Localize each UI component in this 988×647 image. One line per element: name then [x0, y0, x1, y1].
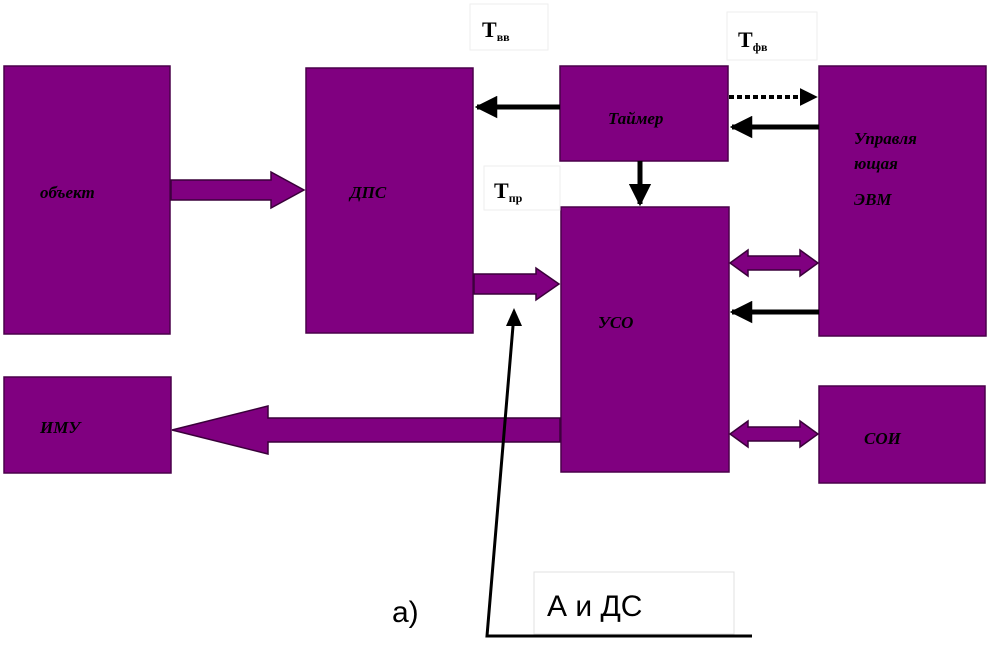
- t-input-box: [469, 3, 549, 51]
- control-computer-label-2: ющая: [854, 154, 898, 173]
- t-conv-box: [483, 165, 561, 211]
- timer-block: [559, 65, 729, 162]
- t-form-label: Tфв: [738, 27, 768, 54]
- dps-to-uso-arrow: [473, 266, 561, 302]
- uso-soi-double-arrow: [728, 419, 820, 449]
- t-input-label: Tвв: [482, 17, 510, 44]
- figure-label: а): [392, 596, 419, 629]
- object-to-dps-arrow: [170, 170, 306, 210]
- control-computer-label-1: Управля: [854, 129, 917, 148]
- callout-text: А и ДС: [547, 590, 642, 623]
- callout-line: [485, 313, 752, 638]
- t-conv-label: Tпр: [494, 178, 523, 205]
- object-block: [3, 65, 171, 335]
- object-label: объект: [40, 183, 95, 202]
- control-computer-block: [818, 65, 987, 337]
- uso-computer-double-arrow: [728, 248, 820, 278]
- uso-to-imu-arrow: [171, 405, 561, 455]
- imu-label: ИМУ: [39, 418, 82, 437]
- uso-label: УСО: [598, 313, 633, 332]
- uso-block: [560, 206, 730, 473]
- control-computer-label-3: ЭВМ: [854, 190, 892, 209]
- soi-label: СОИ: [864, 429, 902, 448]
- imu-block: [3, 376, 172, 474]
- dps-label: ДПС: [348, 183, 387, 202]
- dps-block: [305, 67, 474, 334]
- t-form-box: [726, 11, 818, 61]
- soi-block: [818, 385, 986, 484]
- callout-arrowhead: [506, 308, 522, 326]
- callout-box: [533, 571, 735, 635]
- timer-label: Таймер: [608, 109, 663, 128]
